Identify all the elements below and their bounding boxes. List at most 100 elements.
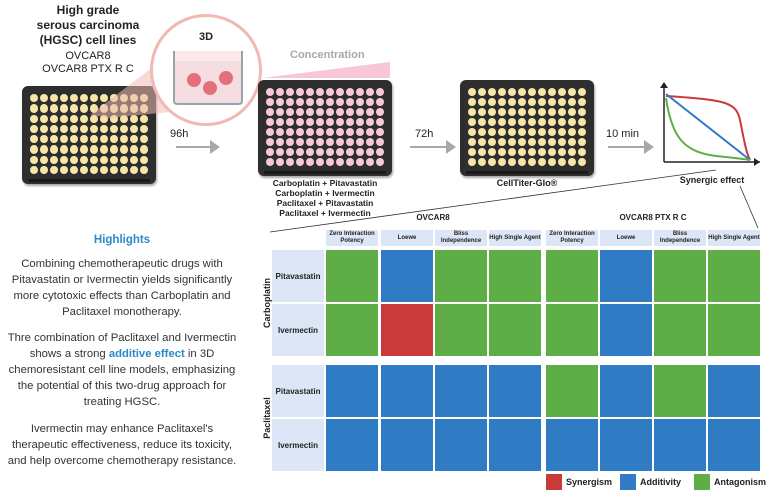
well [488,128,496,136]
title-line-2: serous carcinoma [36,18,140,32]
matrix-cell [381,304,433,356]
well [558,88,566,96]
well [110,124,118,133]
well [578,88,586,96]
well [528,148,536,156]
well [376,138,384,146]
well [548,148,556,156]
matrix-cell [381,250,433,302]
well [376,118,384,126]
well [276,108,284,116]
well [478,118,486,126]
well [498,158,506,166]
well [568,88,576,96]
well [296,128,304,136]
well [488,88,496,96]
well [558,138,566,146]
well [498,108,506,116]
well [488,98,496,106]
well [548,158,556,166]
plate-2 [258,80,392,176]
well [266,138,274,146]
row-label: Pitavastatin [272,250,324,302]
well [316,108,324,116]
well [498,88,506,96]
well [468,158,476,166]
well [276,138,284,146]
well [286,158,294,166]
well [326,148,334,156]
well [296,148,304,156]
well [538,148,546,156]
well [266,128,274,136]
well [30,165,38,174]
time-1: 96h [170,128,189,140]
well [266,98,274,106]
matrix-cell [546,365,598,417]
matrix-cell [654,365,706,417]
well [478,158,486,166]
well [80,155,88,164]
well [60,135,68,144]
well [110,155,118,164]
well [518,108,526,116]
well [80,135,88,144]
well [100,124,108,133]
well [548,88,556,96]
time-2: 72h [415,128,434,140]
matrix-cell [708,250,760,302]
well [578,138,586,146]
synergy-curve-plot [660,82,760,166]
matrix-cell [546,419,598,471]
model-header: Bliss Independence [435,230,487,246]
well [30,145,38,154]
well [356,98,364,106]
well [40,145,48,154]
well [70,165,78,174]
plate-3 [460,80,594,176]
matrix-cell [381,365,433,417]
well [568,138,576,146]
well [326,118,334,126]
well [346,98,354,106]
well [50,155,58,164]
well [578,108,586,116]
matrix-cell [435,250,487,302]
well [40,94,48,103]
well [508,98,516,106]
well [568,128,576,136]
well [518,148,526,156]
matrix-cell [435,304,487,356]
well [100,155,108,164]
legend-swatch [694,474,710,490]
well [508,108,516,116]
well [80,114,88,123]
well [336,108,344,116]
matrix-cell [654,419,706,471]
well [538,118,546,126]
well [70,145,78,154]
highlights-p1: Combining chemotherapeutic drugs with Pi… [11,258,233,318]
matrix-cell [435,419,487,471]
well [286,148,294,156]
well [286,118,294,126]
row-label: Pitavastatin [272,365,324,417]
well [356,108,364,116]
well [130,114,138,123]
model-header: High Single Agent [489,230,541,246]
well [558,148,566,156]
well [60,104,68,113]
panel-title-ovcar8: OVCAR8 [416,213,450,222]
well [518,138,526,146]
well [468,88,476,96]
well [40,104,48,113]
well [498,128,506,136]
well [316,148,324,156]
well [276,98,284,106]
well [100,114,108,123]
well [366,138,374,146]
spheroid-3 [219,71,233,85]
well [120,124,128,133]
well [316,158,324,166]
